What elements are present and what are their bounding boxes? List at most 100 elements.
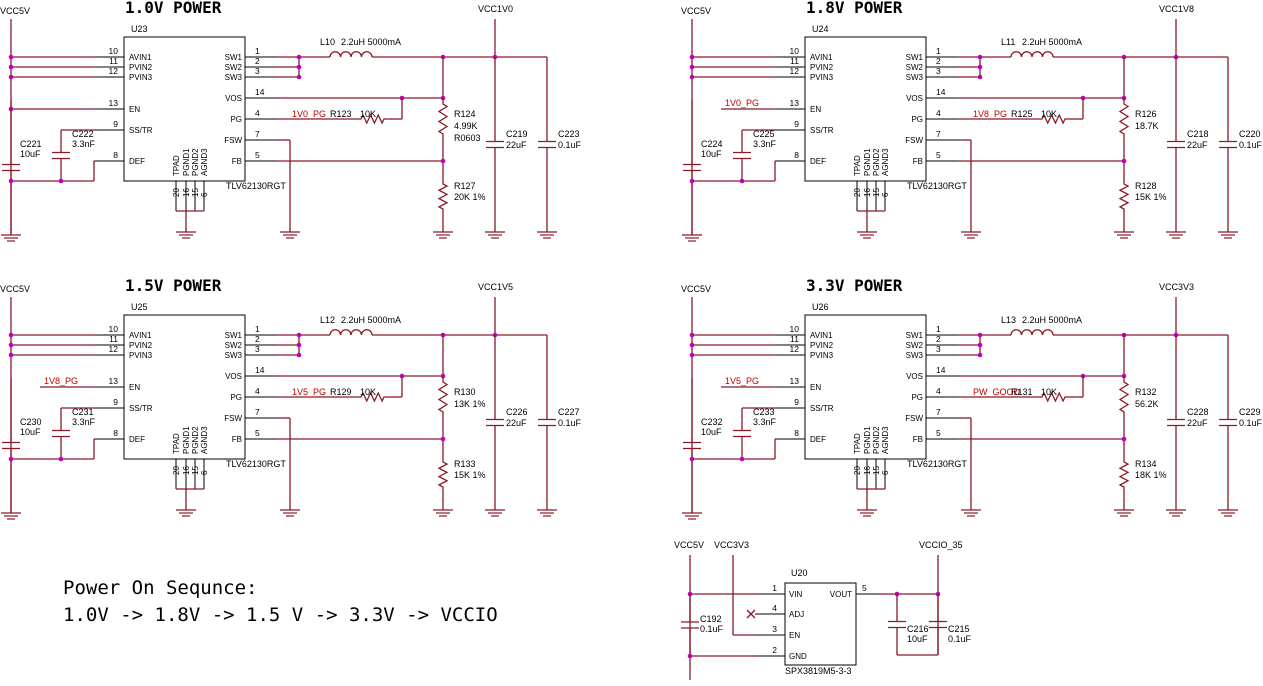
r-top-value: 13K 1%	[454, 399, 486, 409]
junction-dot	[689, 74, 695, 80]
ldo-input-capacitor	[681, 594, 699, 656]
pin-name: PGND1	[863, 426, 872, 454]
junction-dot	[8, 64, 14, 70]
r-top-value: 56.2K	[1135, 399, 1159, 409]
inductor	[329, 51, 373, 58]
css-value: 3.3nF	[753, 139, 777, 149]
regulator-module-2: 1.8V POWERU24TLV62130RGT10AVIN111PVIN212…	[681, 0, 1263, 242]
inductor-ref: L12	[320, 315, 335, 325]
pin-number: 15	[872, 466, 881, 475]
pin-name: PGND2	[872, 148, 881, 176]
ic-ref: U23	[131, 24, 148, 34]
vout-net-label: VCC1V8	[1159, 4, 1194, 14]
feedback-top-resistor	[437, 98, 449, 140]
junction-dot	[58, 456, 64, 462]
junction-dot	[8, 74, 14, 80]
pin-name: AVIN1	[810, 53, 833, 62]
ground-symbol	[485, 509, 505, 517]
ic-part-number: TLV62130RGT	[907, 459, 967, 469]
power-sequence-note: Power On Sequnce: 1.0V -> 1.8V -> 1.5 V …	[63, 577, 498, 626]
pin-number: 16	[182, 188, 191, 197]
pin-name: DEF	[810, 157, 826, 166]
junction-dot	[689, 64, 695, 70]
pg-res-value: 10K	[1041, 387, 1057, 397]
css-ref: C231	[72, 407, 94, 417]
pin-number: 14	[255, 87, 265, 97]
junction-dot	[977, 342, 983, 348]
vout-net-label: VCC1V5	[478, 282, 513, 292]
cin-value: 10uF	[701, 427, 722, 437]
feedback-bottom-resistor	[1118, 178, 1130, 215]
output-capacitor-bypass	[538, 335, 556, 510]
ldo-output-capacitor-bypass	[929, 594, 947, 655]
pin-name: SS/TR	[810, 404, 834, 413]
junction-dot	[296, 332, 302, 338]
regulator-module-3: 1.5V POWERU25TLV62130RGT10AVIN111PVIN212…	[0, 276, 582, 520]
junction-dot	[977, 54, 983, 60]
pin-number: 12	[109, 344, 119, 354]
ground-symbol	[1114, 509, 1134, 517]
css-value: 3.3nF	[72, 139, 96, 149]
cout1-ref: C226	[506, 407, 528, 417]
cout1-value: 22uF	[506, 140, 527, 150]
pg-pullup-resistor	[1036, 113, 1071, 125]
pin-name: VOS	[906, 372, 923, 381]
pin-number: 4	[772, 603, 777, 613]
ground-symbol	[1218, 509, 1238, 517]
regulator-module-1: 1.0V POWERU23TLV62130RGT10AVIN111PVIN212…	[0, 0, 582, 242]
pg-net-label: 1V0_PG	[292, 109, 326, 119]
output-capacitor-bypass	[538, 57, 556, 232]
pin-number: 16	[863, 188, 872, 197]
css-value: 3.3nF	[72, 417, 96, 427]
pin-number: 5	[255, 150, 260, 160]
pin-number: 20	[853, 188, 862, 197]
pin-number: 7	[255, 407, 260, 417]
pin-number: 14	[936, 365, 946, 375]
r-top-extra: R0603	[454, 133, 481, 143]
pg-res-ref: R131	[1011, 387, 1033, 397]
pin-number: 11	[790, 56, 799, 66]
junction-dot	[8, 456, 14, 462]
pin-number: 1	[255, 46, 260, 56]
pin-name: PGND2	[191, 426, 200, 454]
pin-name: SW1	[225, 53, 243, 62]
inductor-ref: L10	[320, 37, 335, 47]
feedback-top-resistor	[1118, 98, 1130, 140]
cout1-ref: C219	[506, 129, 528, 139]
pin-name: TPAD	[172, 433, 181, 454]
r-top-ref: R126	[1135, 109, 1157, 119]
pin-name: FB	[913, 157, 923, 166]
ground-symbol	[433, 509, 453, 517]
pin-name: SW2	[225, 341, 243, 350]
pin-number: 6	[200, 192, 209, 197]
junction-dot	[739, 178, 745, 184]
pin-number: 4	[936, 108, 941, 118]
pin-name: AVIN1	[810, 331, 833, 340]
pin-name: PG	[911, 115, 923, 124]
junction-dot	[977, 74, 983, 80]
pin-number: 10	[109, 324, 119, 334]
pin-name: PVIN2	[810, 341, 834, 350]
pin-name: VOS	[906, 94, 923, 103]
vin-net-label: VCC5V	[681, 284, 711, 294]
pin-number: 14	[255, 365, 265, 375]
r-top-value: 18.7K	[1135, 121, 1159, 131]
junction-dot	[296, 342, 302, 348]
junction-dot	[440, 436, 446, 442]
feedback-bottom-resistor	[437, 178, 449, 215]
pin-name: EN	[810, 105, 821, 114]
cin-value: 10uF	[701, 149, 722, 159]
cout1-value: 22uF	[1187, 418, 1208, 428]
cout1-value: 22uF	[506, 418, 527, 428]
pin-name: SW3	[906, 73, 924, 82]
pin-name: PGND1	[182, 148, 191, 176]
junction-dot	[296, 64, 302, 70]
junction-dot	[689, 342, 695, 348]
cout1-ref: C218	[1187, 129, 1209, 139]
ground-symbol	[280, 231, 300, 239]
note-line-2: 1.0V -> 1.8V -> 1.5 V -> 3.3V -> VCCIO	[63, 604, 498, 626]
pin-name: SW1	[906, 331, 924, 340]
ic-ref: U26	[812, 302, 829, 312]
